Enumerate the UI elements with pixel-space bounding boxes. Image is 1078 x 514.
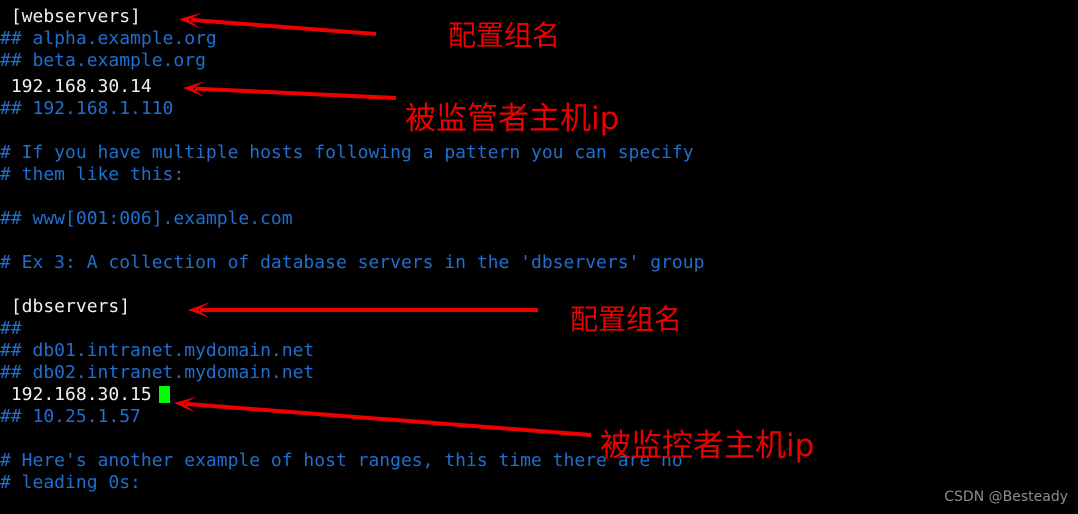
terminal-line: ## www[001:006].example.com [0, 208, 293, 229]
terminal-line: # leading 0s: [0, 472, 141, 493]
watermark-label: CSDN @Besteady [944, 489, 1068, 505]
terminal-line: ## beta.example.org [0, 50, 206, 71]
terminal-line: # them like this: [0, 164, 185, 185]
terminal-line: [dbservers] [0, 296, 131, 317]
terminal-line: # Here's another example of host ranges,… [0, 450, 683, 471]
terminal-line: ## 192.168.1.110 [0, 98, 174, 119]
terminal-line: 192.168.30.15 [0, 384, 152, 405]
terminal-line: ## [0, 318, 22, 339]
terminal-line: # If you have multiple hosts following a… [0, 142, 694, 163]
text-cursor-block [159, 386, 170, 403]
terminal-line: ## 10.25.1.57 [0, 406, 141, 427]
terminal-line: 192.168.30.14 [0, 76, 152, 97]
terminal-line: ## alpha.example.org [0, 28, 217, 49]
terminal-line: [webservers] [0, 6, 141, 27]
terminal-line: # Ex 3: A collection of database servers… [0, 252, 705, 273]
terminal-line: ## db01.intranet.mydomain.net [0, 340, 315, 361]
terminal-line: ## db02.intranet.mydomain.net [0, 362, 315, 383]
